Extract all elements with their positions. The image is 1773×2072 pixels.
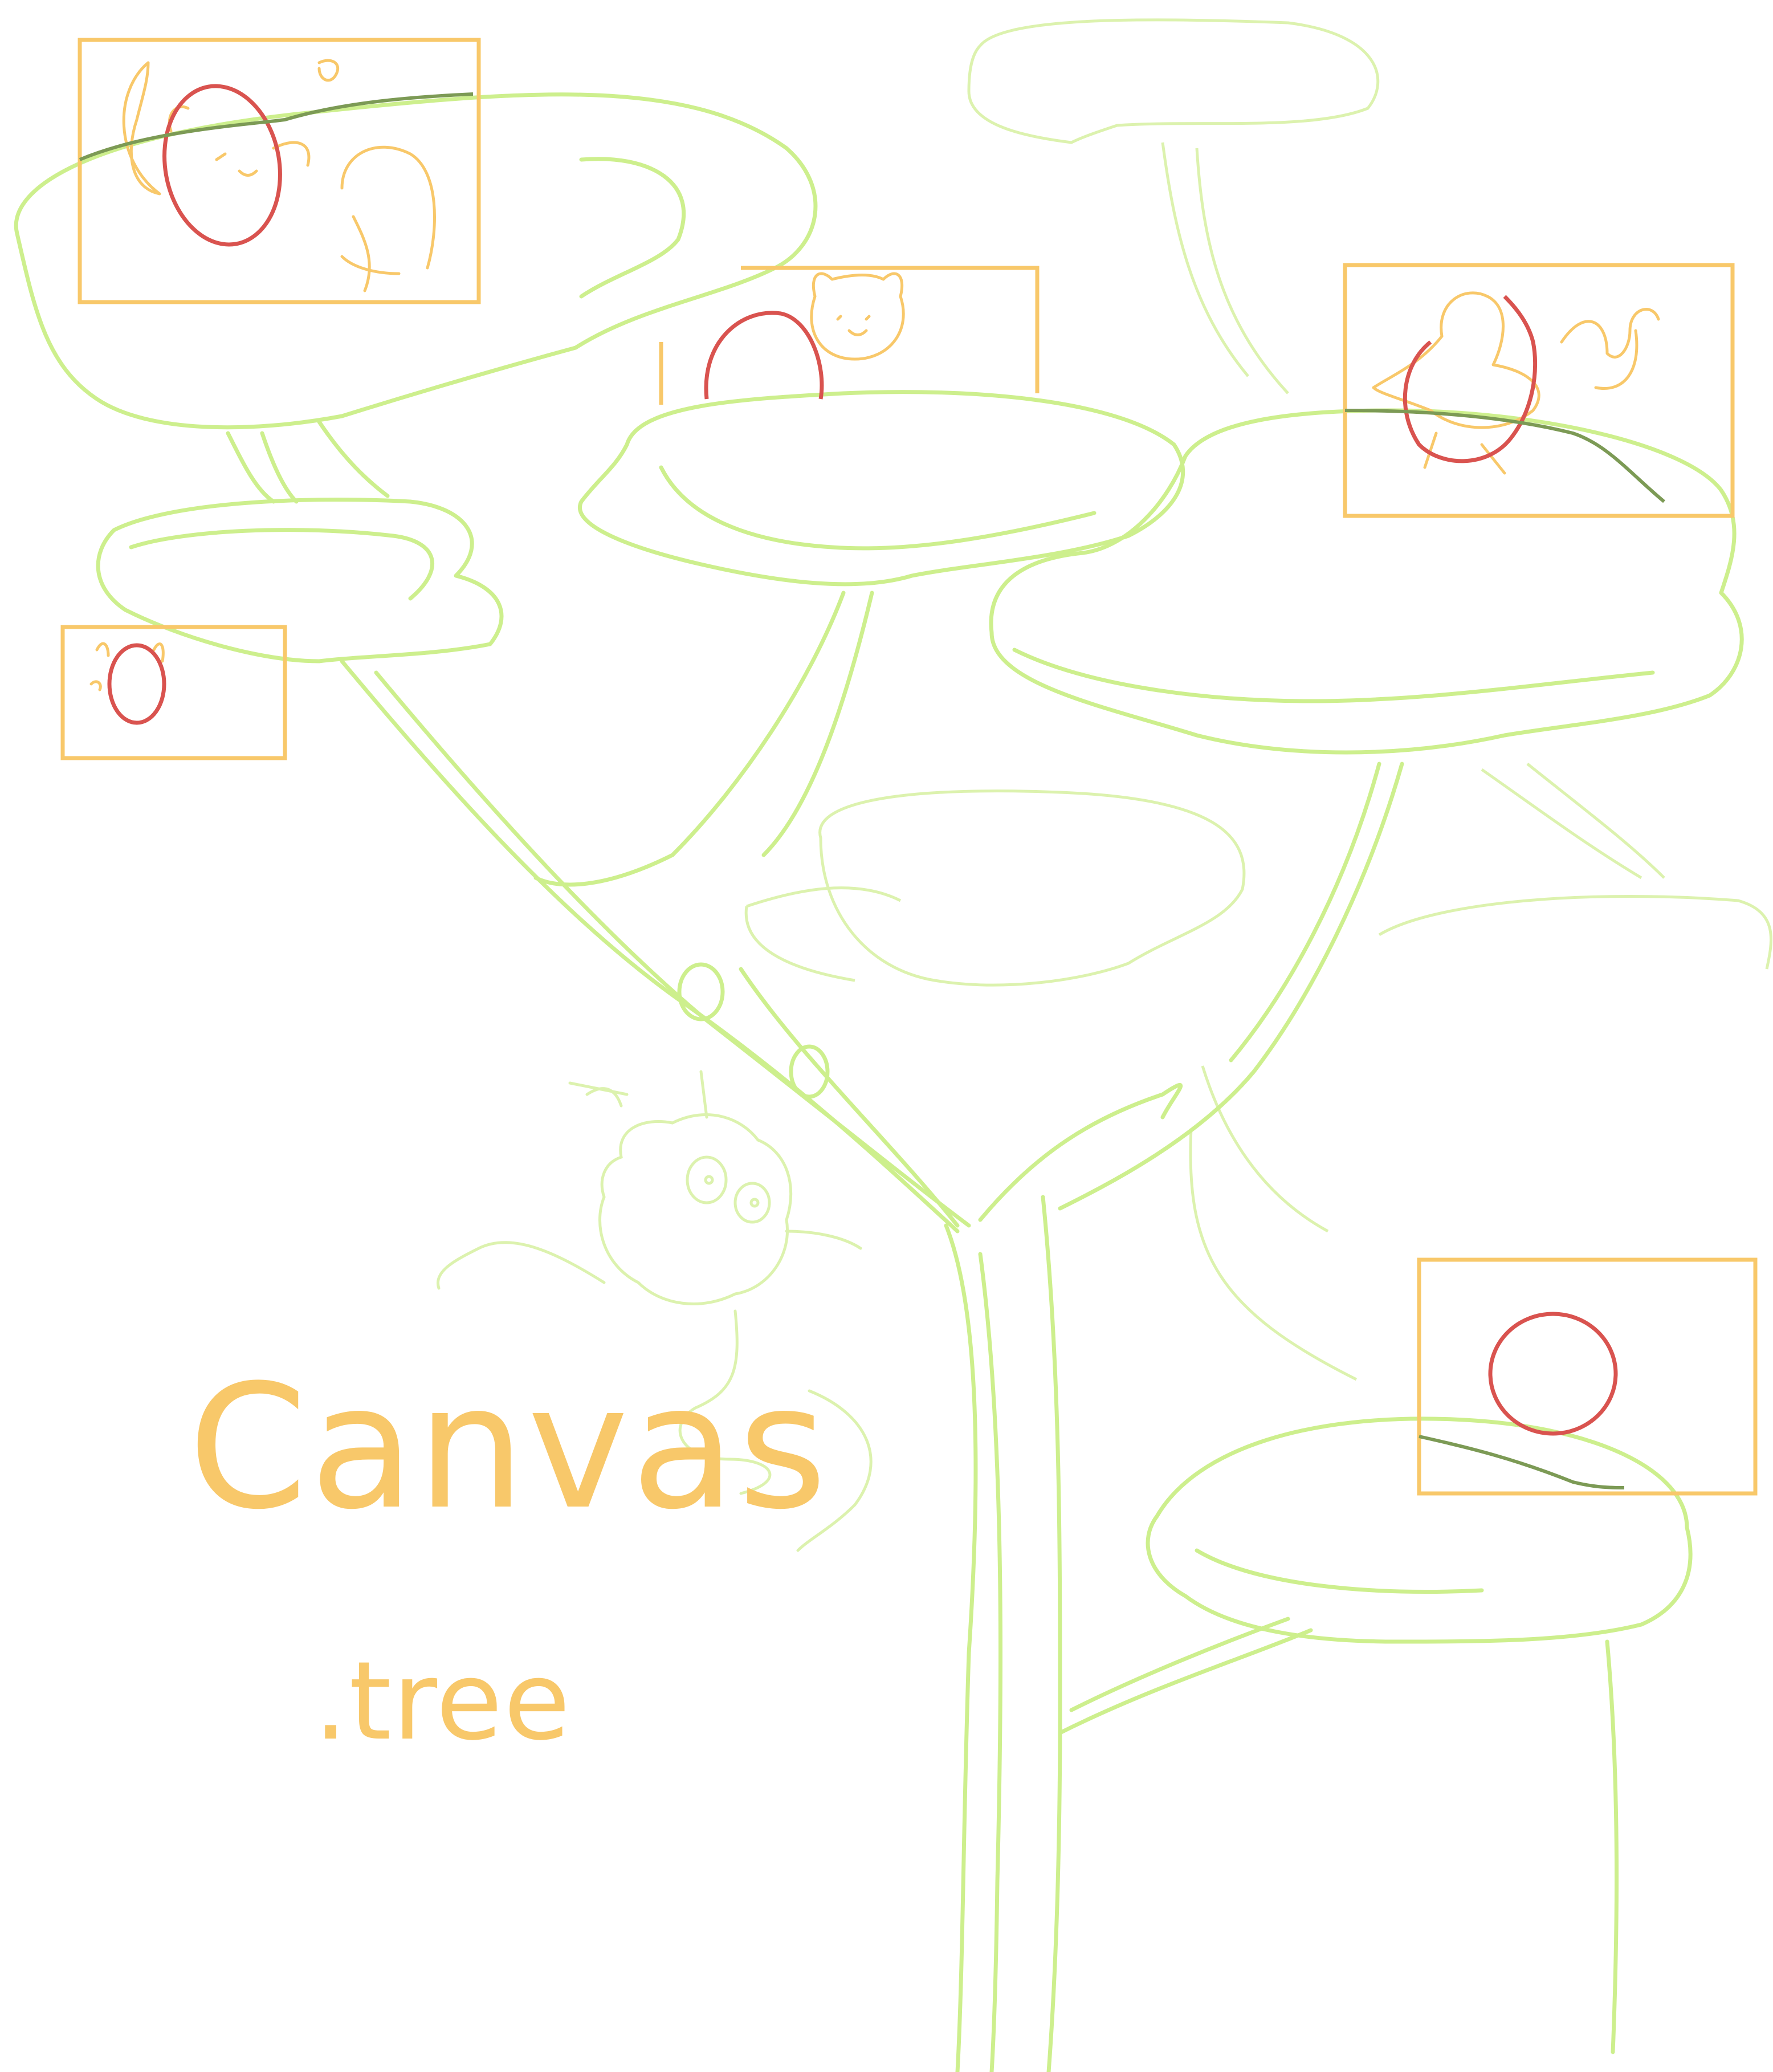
canopy-center-inner <box>659 465 1097 551</box>
branch-left-diagonal-2 <box>374 670 971 1228</box>
branch-lower-right <box>1058 1617 1313 1735</box>
frame-cat-border <box>659 266 1040 405</box>
creature-arm-right <box>785 1230 862 1250</box>
vine-3 <box>1419 1435 1625 1489</box>
fox-doodle-icon <box>168 105 311 177</box>
frame-fox-moon-border <box>78 38 481 304</box>
trunk-inner <box>978 1252 1003 2072</box>
canopy-top-left <box>14 92 818 430</box>
creature-antenna <box>568 1070 708 1119</box>
egg-icon-4 <box>1403 295 1538 463</box>
creature-eye-right <box>733 1182 771 1224</box>
branch-knot-2 <box>789 1044 830 1099</box>
faint-canopy-top-right <box>967 18 1380 144</box>
frame-small-fox <box>60 625 287 760</box>
stem-lower-right-down <box>1605 1639 1619 2054</box>
trunk-left <box>944 1223 978 2072</box>
stem-right-2 <box>1229 762 1381 1063</box>
creature-tail <box>796 1389 873 1552</box>
faint-branch-right <box>1481 763 1665 880</box>
background-canopies <box>744 18 1773 1381</box>
vine-2 <box>1344 409 1665 503</box>
stem-center <box>533 591 846 887</box>
creature-arm-left <box>437 1241 606 1290</box>
small-fox-doodle-icon <box>89 642 165 691</box>
canopy-right-inner <box>1012 648 1655 703</box>
bird-doodle-icon <box>1372 291 1540 429</box>
frame-cat <box>659 266 1040 405</box>
frame-bird-camel <box>1343 263 1735 518</box>
faint-canopy-middle <box>818 789 1246 987</box>
cat-doodle-icon <box>810 272 905 361</box>
frame-bird-camel-border <box>1343 263 1735 518</box>
canopy-left <box>96 498 504 663</box>
canopy-center <box>578 390 1185 587</box>
canopy-right <box>989 408 1744 755</box>
egg-icon-1 <box>162 84 282 247</box>
faint-canopy-middle-lower <box>744 886 902 982</box>
faint-canopy-right <box>1189 895 1773 1381</box>
creature-eye-left <box>686 1155 728 1204</box>
frame-small-fox-border <box>60 625 287 760</box>
branch-v-right <box>978 1082 1183 1222</box>
stem-top-left-b <box>317 420 390 498</box>
stem-center-2 <box>761 591 874 857</box>
fuzzy-creature-icon <box>437 1070 873 1552</box>
flower-doodle-icon <box>317 59 340 82</box>
canopy-lower-right <box>1146 1416 1693 1644</box>
faint-stem-top-right <box>1161 142 1289 394</box>
creature-pupil-right <box>749 1198 760 1208</box>
tree-branches <box>14 92 1744 2072</box>
trunk-right <box>1041 1195 1062 2072</box>
canopy-top-left-inner <box>579 157 686 299</box>
creature-leg <box>678 1309 772 1495</box>
egg-icon-2 <box>704 311 824 400</box>
canopy-lower-right-inner <box>1195 1548 1484 1594</box>
frame-fox-moon <box>78 38 481 304</box>
vine-1 <box>79 92 474 161</box>
bear-doodle-icon <box>340 145 436 292</box>
page-subtitle: .tree <box>313 1638 572 1764</box>
branch-left-diagonal <box>340 659 960 1234</box>
canopy-left-inner <box>129 528 434 601</box>
branch-v-left <box>739 967 960 1228</box>
page-title: Canvas <box>188 1348 830 1547</box>
camel-doodle-icon <box>1560 308 1660 390</box>
egg-icon-5 <box>1488 1312 1618 1436</box>
frame-egg-border <box>1417 1257 1758 1496</box>
frame-egg <box>1417 1257 1758 1496</box>
branch-knot-1 <box>677 962 725 1021</box>
stem-right <box>1058 762 1404 1211</box>
creature-pupil-left <box>704 1175 714 1185</box>
stem-top-left-a <box>226 431 299 504</box>
moon-doodle-icon <box>122 61 161 196</box>
creature-body <box>598 1113 793 1305</box>
bird-legs-doodle <box>1423 432 1506 475</box>
egg-icon-3 <box>107 643 166 725</box>
